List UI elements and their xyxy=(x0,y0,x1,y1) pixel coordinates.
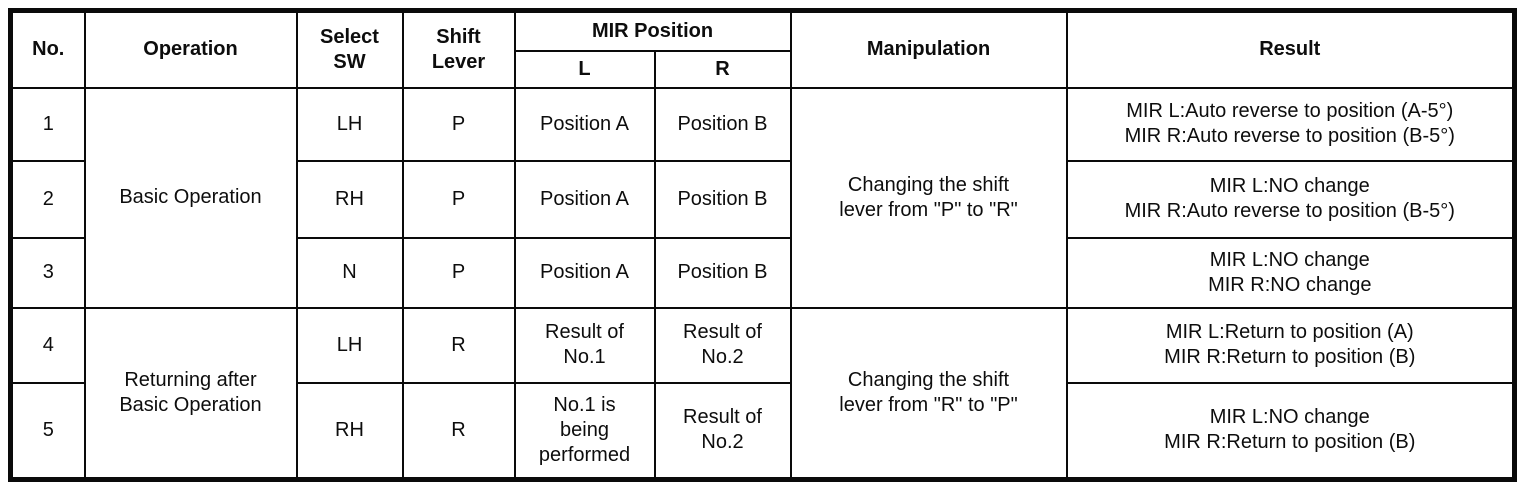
cell-no: 1 xyxy=(9,86,86,162)
cell-select-sw: N xyxy=(295,236,404,309)
col-header-result: Result xyxy=(1065,9,1516,89)
cell-mir-r: Result of No.2 xyxy=(653,381,792,481)
cell-select-sw: LH xyxy=(295,306,404,384)
cell-shift-lever: R xyxy=(401,381,516,481)
cell-mir-r: Result of No.2 xyxy=(653,306,792,384)
cell-mir-l: Result of No.1 xyxy=(513,306,656,384)
table-row-5: 5 RH R No.1 is being performed Result of… xyxy=(9,381,1516,481)
col-header-shift-lever: Shift Lever xyxy=(401,9,516,89)
cell-shift-lever: P xyxy=(401,236,516,309)
col-header-mir-r: R xyxy=(653,49,792,89)
cell-mir-l: Position A xyxy=(513,159,656,239)
mir-operation-table: No. Operation Select SW Shift Lever MIR … xyxy=(8,8,1518,482)
cell-shift-lever: P xyxy=(401,159,516,239)
cell-result: MIR L:Auto reverse to position (A-5°) MI… xyxy=(1065,86,1516,162)
cell-shift-lever: R xyxy=(401,306,516,384)
col-header-mir-position: MIR Position xyxy=(513,9,792,52)
table-row-3: 3 N P Position A Position B MIR L:NO cha… xyxy=(9,236,1516,309)
table-row-4: 4 Returning after Basic Operation LH R R… xyxy=(9,306,1516,481)
cell-manipulation-group-2: Changing the shift lever from "R" to "P" xyxy=(789,306,1068,481)
header-row-top: No. Operation Select SW Shift Lever MIR … xyxy=(9,9,1516,89)
cell-mir-l: No.1 is being performed xyxy=(513,381,656,481)
col-header-no: No. xyxy=(9,9,86,89)
col-header-mir-l: L xyxy=(513,49,656,89)
cell-no: 2 xyxy=(9,159,86,239)
cell-operation-group-1: Basic Operation xyxy=(83,86,298,309)
cell-mir-r: Position B xyxy=(653,236,792,309)
cell-result: MIR L:Return to position (A) MIR R:Retur… xyxy=(1065,306,1516,384)
col-header-manipulation: Manipulation xyxy=(789,9,1068,89)
cell-select-sw: LH xyxy=(295,86,404,162)
col-header-select-sw: Select SW xyxy=(295,9,404,89)
cell-no: 4 xyxy=(9,306,86,384)
cell-shift-lever: P xyxy=(401,86,516,162)
cell-mir-r: Position B xyxy=(653,86,792,162)
cell-mir-l: Position A xyxy=(513,86,656,162)
cell-operation-group-2: Returning after Basic Operation xyxy=(83,306,298,481)
cell-result: MIR L:NO change MIR R:Return to position… xyxy=(1065,381,1516,481)
cell-select-sw: RH xyxy=(295,159,404,239)
cell-no: 5 xyxy=(9,381,86,481)
cell-result: MIR L:NO change MIR R:NO change xyxy=(1065,236,1516,309)
cell-mir-r: Position B xyxy=(653,159,792,239)
cell-result: MIR L:NO change MIR R:Auto reverse to po… xyxy=(1065,159,1516,239)
col-header-operation: Operation xyxy=(83,9,298,89)
cell-manipulation-group-1: Changing the shift lever from "P" to "R" xyxy=(789,86,1068,309)
table-row-1: 1 Basic Operation LH P Position A Positi… xyxy=(9,86,1516,309)
cell-select-sw: RH xyxy=(295,381,404,481)
cell-mir-l: Position A xyxy=(513,236,656,309)
header-row-sub: L R xyxy=(11,49,1515,89)
table-row-2: 2 RH P Position A Position B MIR L:NO ch… xyxy=(9,159,1516,239)
cell-no: 3 xyxy=(9,236,86,309)
